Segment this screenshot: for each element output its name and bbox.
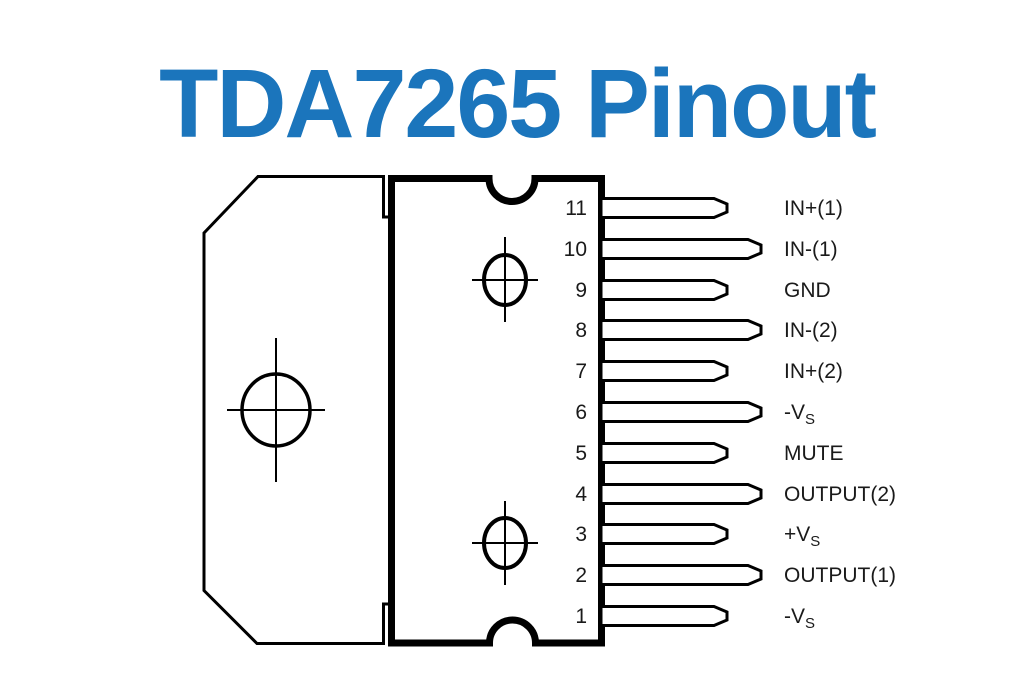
body-mounting-hole-top [472,237,538,322]
pin-row-7: 7 IN+(2) [575,360,843,383]
pin-number: 1 [575,605,587,628]
pin-label: OUTPUT(2) [784,483,896,506]
page-title: TDA7265 Pinout [159,49,876,158]
hole-circle [482,516,528,570]
pin-label: IN+(1) [784,197,843,220]
pin-lead [599,279,729,301]
pin-label: GND [784,279,831,302]
pin-label: OUTPUT(1) [784,564,896,587]
pin-number: 6 [575,401,587,424]
pin-lead [599,197,729,219]
pin-row-9: 9 GND [575,279,831,302]
pin-row-8: 8 IN-(2) [575,319,838,342]
pin-number: 5 [575,442,587,465]
pin-lead [599,605,729,627]
pin-lead [599,360,729,382]
pin-number: 8 [575,319,587,342]
pin-number: 11 [565,197,587,220]
pin-lead [599,238,763,260]
pin-number: 7 [575,360,587,383]
pin-row-1: 1 -VS [575,605,815,632]
hole-circle [240,372,312,448]
pin-label: IN+(2) [784,360,843,383]
pin-label: IN-(1) [784,238,838,261]
pin-row-4: 4 OUTPUT(2) [575,483,896,506]
pin-label: +VS [784,523,820,550]
hole-circle [482,253,528,307]
pin-lead [599,564,763,586]
pin-number: 2 [575,564,587,587]
pin-label: -VS [784,401,815,428]
pin-row-3: 3 +VS [575,523,820,550]
pin-label: IN-(2) [784,319,838,342]
pin-row-5: 5 MUTE [575,442,844,465]
pin-row-11: 11 IN+(1) [565,197,843,220]
heatsink-mounting-hole [227,338,325,482]
pin-number: 9 [575,279,587,302]
pin-row-10: 10 IN-(1) [564,238,838,261]
pin-row-6: 6 -VS [575,401,815,428]
body-mounting-hole-bottom [472,501,538,585]
pin-label: -VS [784,605,815,632]
pin-lead [599,483,763,505]
pin-label: MUTE [784,442,844,465]
pin-lead [599,442,729,464]
pin-lead [599,319,763,341]
pin-lead [599,401,763,423]
ic-body [388,175,605,647]
pin-number: 10 [564,238,587,261]
pin-number: 4 [575,483,587,506]
pin-number: 3 [575,523,587,546]
pin-lead [599,523,729,545]
pin-row-2: 2 OUTPUT(1) [575,564,896,587]
